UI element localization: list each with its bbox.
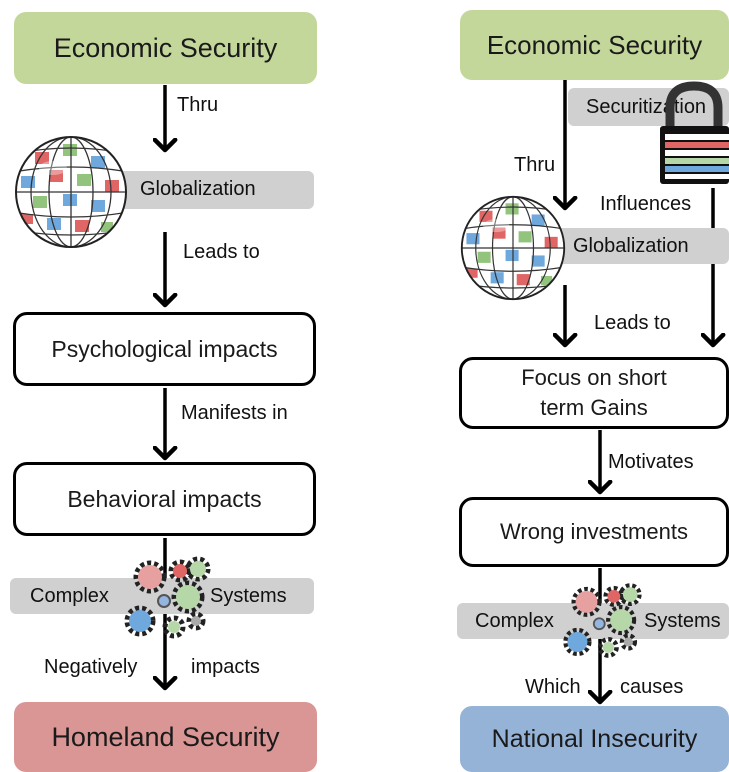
left-complex-label: Complex — [30, 585, 109, 607]
left-economic-security-label: Economic Security — [53, 32, 278, 63]
right-securitization-band — [568, 88, 729, 126]
globe-icon — [460, 195, 566, 301]
left-behavioral-label: Behavioral impacts — [67, 486, 262, 512]
right-wrong-investments-box: Wrong investments — [459, 497, 729, 567]
left-edge-negatively: Negatively — [44, 656, 138, 678]
right-edge-motivates: Motivates — [608, 451, 694, 473]
right-focus-box: Focus on short term Gains — [459, 357, 729, 429]
left-homeland-security-box: Homeland Security — [14, 702, 317, 772]
left-globalization-label: Globalization — [140, 178, 256, 200]
right-systems-label: Systems — [644, 610, 721, 632]
right-economic-security-box: Economic Security — [460, 10, 729, 80]
right-edge-thru: Thru — [514, 154, 556, 176]
left-psychological-label: Psychological impacts — [51, 336, 278, 362]
right-complex-label: Complex — [475, 610, 554, 632]
left-psychological-box: Psychological impacts — [13, 312, 316, 386]
left-behavioral-box: Behavioral impacts — [13, 462, 316, 536]
right-wrong-investments-label: Wrong investments — [500, 519, 688, 544]
left-edge-leads-to: Leads to — [183, 241, 260, 263]
right-globalization-band — [540, 228, 729, 264]
left-edge-impacts: impacts — [191, 656, 260, 678]
left-economic-security-box: Economic Security — [14, 12, 317, 84]
right-focus-label-line2: term Gains — [540, 395, 648, 420]
right-edge-which: Which — [525, 676, 581, 698]
right-national-insecurity-label: National Insecurity — [491, 724, 698, 753]
right-edge-influences: Influences — [600, 193, 692, 215]
left-homeland-security-label: Homeland Security — [51, 721, 280, 752]
right-globalization-label: Globalization — [573, 235, 689, 257]
left-systems-label: Systems — [210, 585, 287, 607]
left-globalization-band — [98, 171, 314, 209]
left-edge-thru: Thru — [177, 94, 219, 116]
right-securitization-label: Securitization — [586, 96, 707, 118]
gears-icon — [563, 583, 642, 658]
left-edge-manifests: Manifests in — [181, 402, 288, 424]
globe-icon — [15, 136, 127, 248]
right-focus-label-line1: Focus on short — [521, 365, 667, 390]
right-economic-security-label: Economic Security — [486, 29, 703, 60]
right-national-insecurity-box: National Insecurity — [460, 706, 729, 772]
padlock-icon — [660, 81, 729, 184]
right-edge-leads-to: Leads to — [594, 312, 671, 334]
right-edge-causes: causes — [620, 676, 684, 698]
gears-icon — [124, 556, 211, 639]
